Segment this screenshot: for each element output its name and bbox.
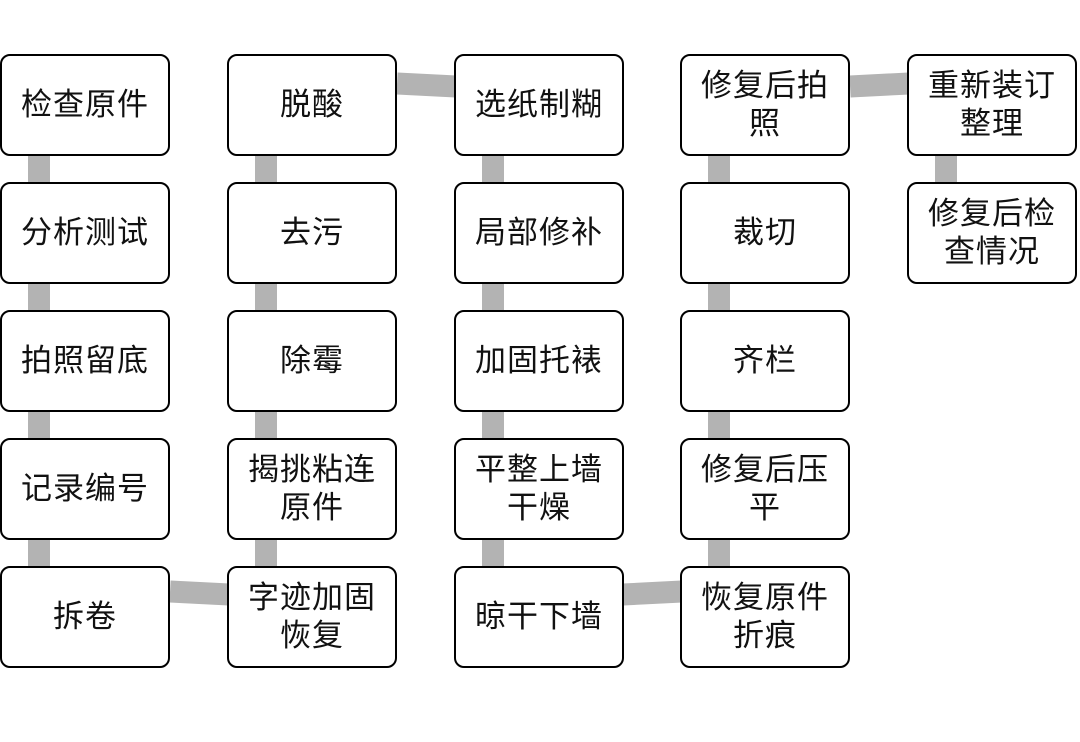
step-restore-folds: 恢复原件折痕 bbox=[680, 566, 850, 668]
step-ink-consolidation: 字迹加固恢复 bbox=[227, 566, 397, 668]
connector-c4-4 bbox=[708, 539, 730, 567]
connector-c1-4 bbox=[28, 539, 50, 567]
step-align-columns: 齐栏 bbox=[680, 310, 850, 412]
step-dry-remove-wall: 晾干下墙 bbox=[454, 566, 624, 668]
step-post-repair-press: 修复后压平 bbox=[680, 438, 850, 540]
step-trimming: 裁切 bbox=[680, 182, 850, 284]
connector-c1-1 bbox=[28, 155, 50, 183]
connector-c2-1 bbox=[255, 155, 277, 183]
step-mold-removal: 除霉 bbox=[227, 310, 397, 412]
connector-c4-c5 bbox=[849, 72, 910, 98]
step-select-paper-paste: 选纸制糊 bbox=[454, 54, 624, 156]
step-photograph-record: 拍照留底 bbox=[0, 310, 170, 412]
step-inspect-original: 检查原件 bbox=[0, 54, 170, 156]
connector-c5-1 bbox=[935, 155, 957, 183]
step-post-repair-photo: 修复后拍照 bbox=[680, 54, 850, 156]
step-flatten-wall-dry: 平整上墙干燥 bbox=[454, 438, 624, 540]
step-separate-stuck-pages: 揭挑粘连原件 bbox=[227, 438, 397, 540]
step-analysis-testing: 分析测试 bbox=[0, 182, 170, 284]
connector-c1-3 bbox=[28, 411, 50, 439]
step-local-repair: 局部修补 bbox=[454, 182, 624, 284]
connector-c1-2 bbox=[28, 283, 50, 311]
connector-c3-1 bbox=[482, 155, 504, 183]
connector-c3-3 bbox=[482, 411, 504, 439]
step-unbind-volume: 拆卷 bbox=[0, 566, 170, 668]
step-rebind-organize: 重新装订整理 bbox=[907, 54, 1077, 156]
connector-c3-2 bbox=[482, 283, 504, 311]
step-deacidification: 脱酸 bbox=[227, 54, 397, 156]
step-decontamination: 去污 bbox=[227, 182, 397, 284]
connector-c4-3 bbox=[708, 411, 730, 439]
connector-c3-c4 bbox=[622, 580, 683, 606]
connector-c2-2 bbox=[255, 283, 277, 311]
step-record-numbering: 记录编号 bbox=[0, 438, 170, 540]
step-post-repair-inspection: 修复后检查情况 bbox=[907, 182, 1077, 284]
connector-c2-3 bbox=[255, 411, 277, 439]
connector-c2-4 bbox=[255, 539, 277, 567]
connector-c1-c2 bbox=[169, 580, 230, 606]
connector-c2-c3 bbox=[396, 72, 457, 98]
connector-c4-1 bbox=[708, 155, 730, 183]
step-reinforce-backing: 加固托裱 bbox=[454, 310, 624, 412]
connector-c4-2 bbox=[708, 283, 730, 311]
connector-c3-4 bbox=[482, 539, 504, 567]
